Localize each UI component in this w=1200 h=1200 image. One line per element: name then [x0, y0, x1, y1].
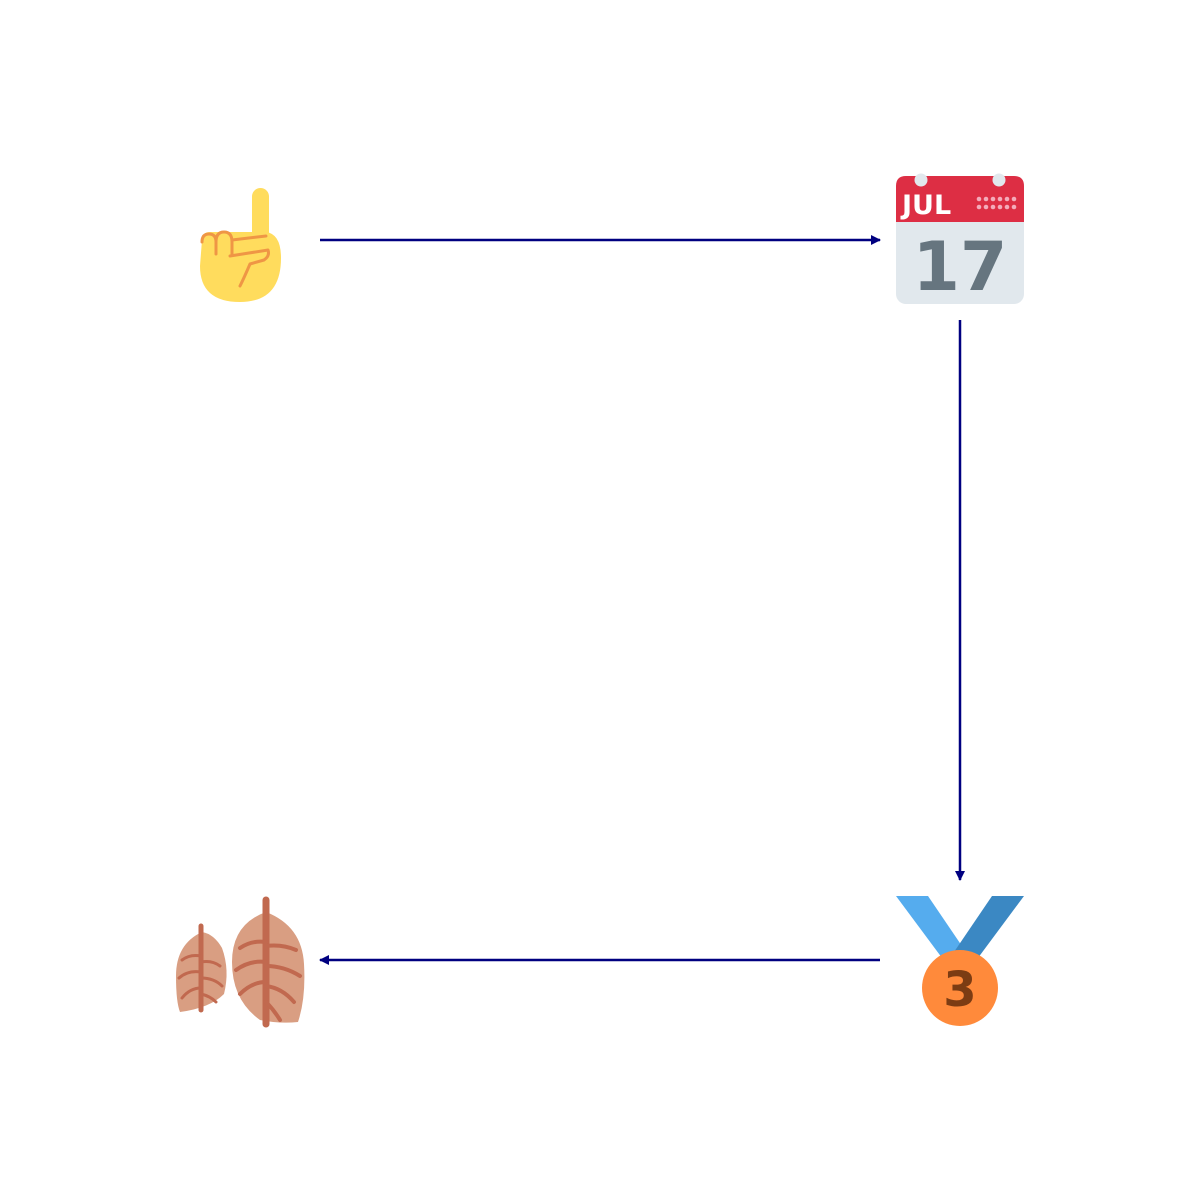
node-finger	[170, 170, 310, 310]
node-calendar: JUL 17	[890, 170, 1030, 310]
calendar-month: JUL	[900, 190, 951, 221]
calendar-icon: JUL 17	[896, 173, 1024, 307]
node-medal: 3	[890, 890, 1030, 1030]
lungs-icon	[176, 896, 305, 1028]
node-leaves	[170, 890, 310, 1030]
medal-number: 3	[943, 962, 976, 1018]
index-pointing-up-icon	[200, 188, 281, 302]
calendar-day: 17	[913, 228, 1008, 307]
third-place-medal-icon: 3	[896, 896, 1024, 1026]
